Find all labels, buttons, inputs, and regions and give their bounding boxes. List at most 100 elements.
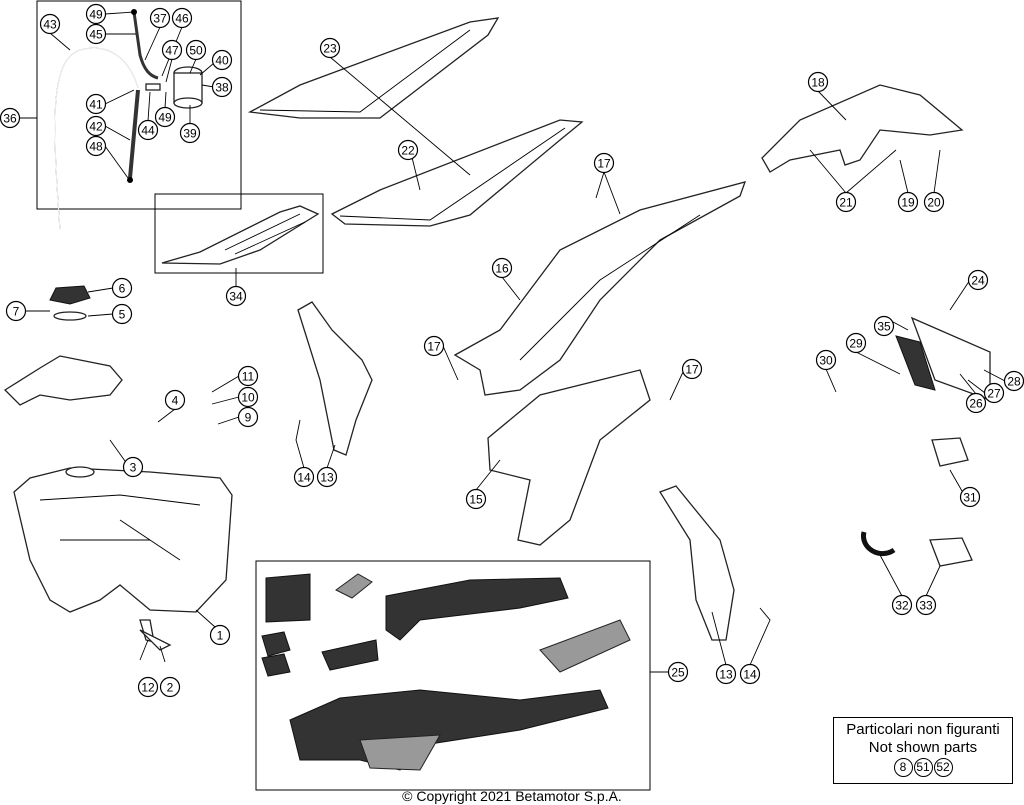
callout-number: 3 — [130, 461, 137, 475]
callout-17: 17 — [423, 335, 445, 357]
shroud-13-lower — [659, 485, 735, 641]
callout-number: 32 — [895, 599, 909, 613]
callout-48: 48 — [85, 135, 107, 157]
callout-13: 13 — [316, 466, 338, 488]
callout-number: 14 — [297, 471, 311, 485]
callout-32: 32 — [891, 594, 913, 616]
callout-number: 25 — [671, 666, 685, 680]
front-cover-3 — [3, 355, 123, 406]
callout-14: 14 — [739, 663, 761, 685]
callout-circle — [845, 332, 867, 354]
callout-circle — [149, 7, 171, 29]
callout-13: 13 — [715, 663, 737, 685]
callout-circle — [39, 13, 61, 35]
callout-circle — [423, 335, 445, 357]
callout-3: 3 — [122, 456, 144, 478]
callout-30: 30 — [815, 349, 837, 371]
callout-circle — [237, 386, 259, 408]
shroud-13 — [297, 301, 373, 456]
callout-circle — [807, 71, 829, 93]
decal-kit — [261, 573, 631, 771]
callout-circle — [835, 191, 857, 213]
callout-circle — [491, 257, 513, 279]
callout-circle — [5, 300, 27, 322]
callout-43: 43 — [39, 13, 61, 35]
callout-circle — [715, 663, 737, 685]
callout-number: 9 — [245, 411, 252, 425]
callout-number: 16 — [495, 262, 509, 276]
callout-number: 38 — [215, 81, 229, 95]
callout-6: 6 — [111, 277, 133, 299]
callout-number: 20 — [927, 196, 941, 210]
callout-16: 16 — [491, 257, 513, 279]
callout-34: 34 — [225, 285, 247, 307]
callout-circle — [891, 594, 913, 616]
fuel-cap — [49, 285, 91, 321]
decal-kit-frame — [255, 560, 651, 791]
callout-11: 11 — [237, 365, 259, 387]
callout-number: 17 — [685, 363, 699, 377]
part-number: 52 — [933, 758, 953, 777]
rear-fender-18 — [761, 84, 964, 173]
callout-number: 43 — [43, 18, 57, 32]
callout-number: 28 — [1007, 375, 1021, 389]
callout-number: 27 — [987, 387, 1001, 401]
callout-circle — [959, 486, 981, 508]
callout-circle — [111, 277, 133, 299]
callout-38: 38 — [211, 76, 233, 98]
callout-2: 2 — [159, 676, 181, 698]
callout-circle — [85, 3, 107, 25]
side-panel-16 — [453, 181, 747, 546]
callout-number: 17 — [427, 340, 441, 354]
callout-12: 12 — [137, 676, 159, 698]
callout-number: 50 — [189, 44, 203, 58]
callout-number: 13 — [719, 668, 733, 682]
callout-49: 49 — [154, 106, 176, 128]
callout-circle — [319, 37, 341, 59]
callout-circle — [873, 315, 895, 337]
callout-9: 9 — [237, 406, 259, 428]
part-number: 8 — [893, 758, 913, 777]
seat-detail-frame — [154, 193, 324, 274]
callout-21: 21 — [835, 191, 857, 213]
fuel-tank — [13, 466, 233, 651]
callout-number: 39 — [183, 127, 197, 141]
callout-7: 7 — [5, 300, 27, 322]
callout-28: 28 — [1003, 370, 1024, 392]
callout-circle — [667, 661, 689, 683]
callout-circle — [923, 191, 945, 213]
callout-18: 18 — [807, 71, 829, 93]
callout-circle — [915, 594, 937, 616]
callout-number: 36 — [3, 112, 17, 126]
callout-number: 24 — [971, 274, 985, 288]
callout-circle — [211, 49, 233, 71]
callout-number: 26 — [969, 397, 983, 411]
plate-holder — [861, 316, 991, 567]
callout-circle — [159, 676, 181, 698]
callout-20: 20 — [923, 191, 945, 213]
callout-24: 24 — [967, 269, 989, 291]
callout-5: 5 — [111, 303, 133, 325]
callout-circle — [237, 406, 259, 428]
callout-41: 41 — [85, 93, 107, 115]
callout-40: 40 — [211, 49, 233, 71]
callout-circle — [111, 303, 133, 325]
callout-49: 49 — [85, 3, 107, 25]
callout-4: 4 — [164, 389, 186, 411]
callout-42: 42 — [85, 115, 107, 137]
callout-number: 33 — [919, 599, 933, 613]
callout-29: 29 — [845, 332, 867, 354]
callout-25: 25 — [667, 661, 689, 683]
callout-circle — [237, 365, 259, 387]
not-shown-title-en: Not shown parts — [868, 739, 978, 756]
callout-circle — [225, 285, 247, 307]
callout-number: 2 — [167, 681, 174, 695]
callout-circle — [0, 107, 21, 129]
callout-number: 31 — [963, 491, 977, 505]
copyright-notice: © Copyright 2021 Betamotor S.p.A. — [402, 788, 622, 804]
callout-circle — [179, 122, 201, 144]
callout-number: 40 — [215, 54, 229, 68]
callout-17: 17 — [593, 152, 615, 174]
